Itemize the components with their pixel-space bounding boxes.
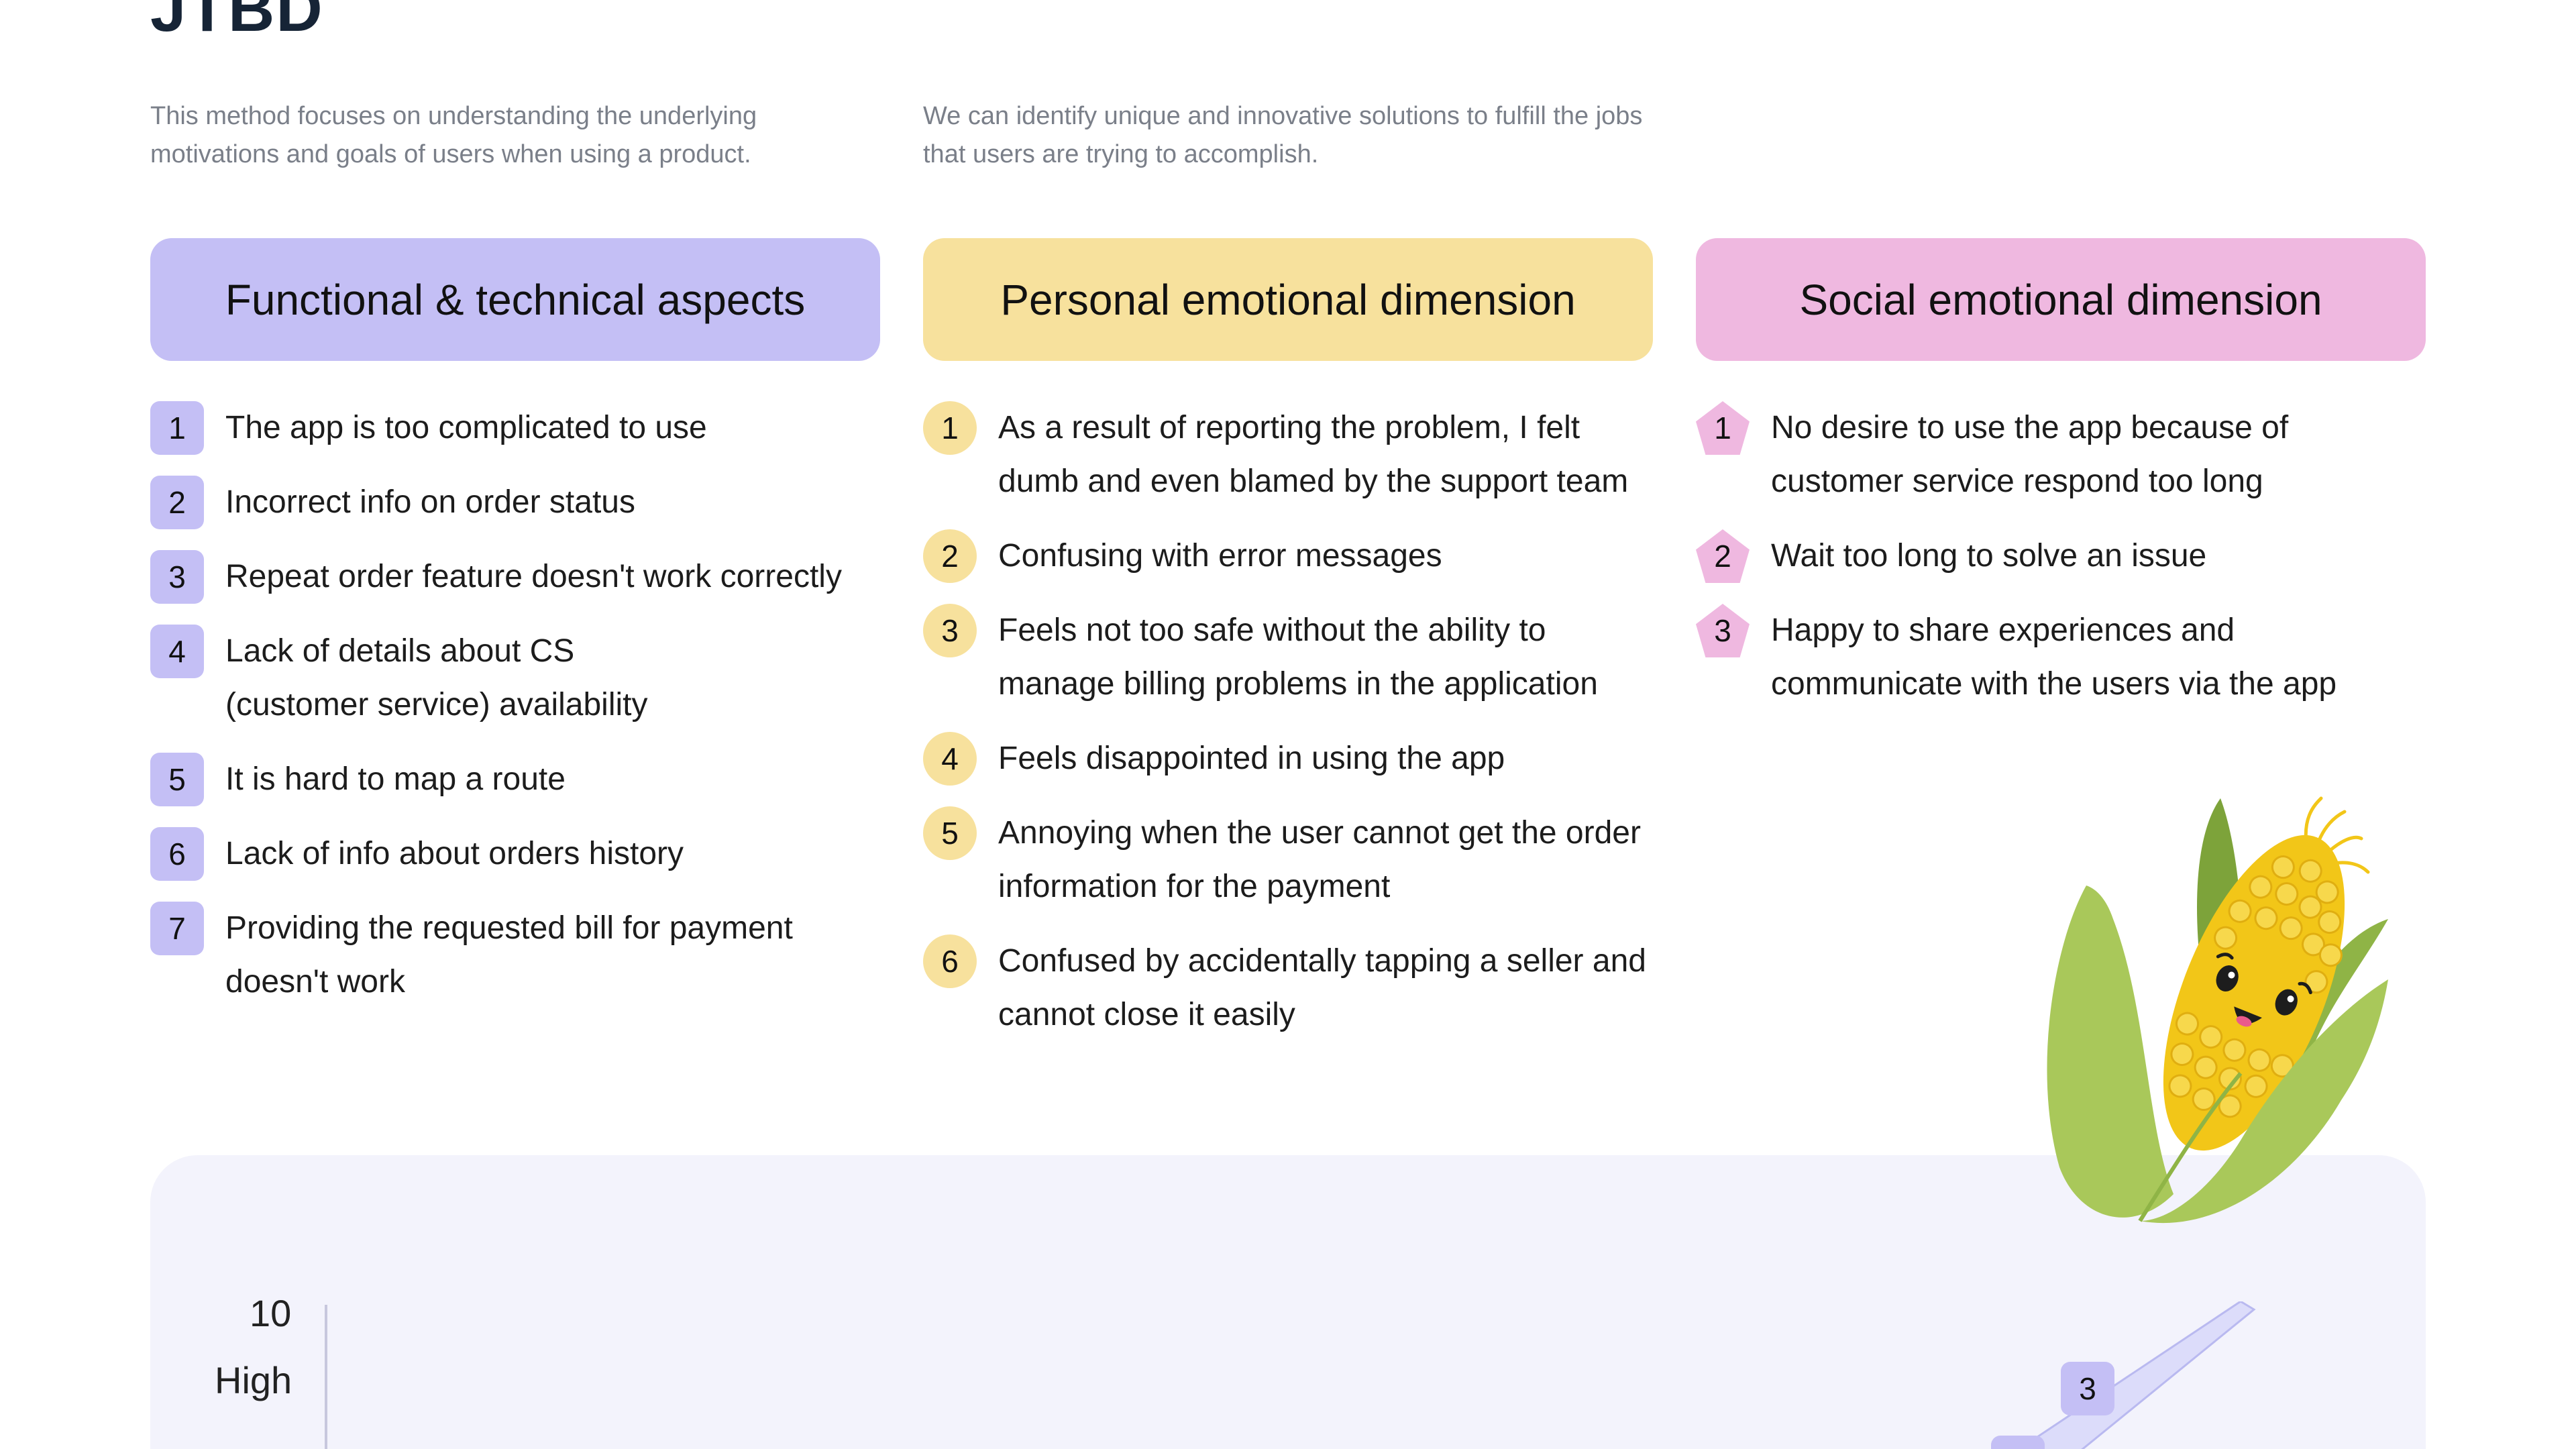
item-text: It is hard to map a route bbox=[225, 761, 566, 797]
functional-list: 1 The app is too complicated to use 2 In… bbox=[150, 401, 880, 1009]
item-text: Repeat order feature doesn't work correc… bbox=[225, 559, 842, 594]
number-badge: 1 bbox=[1696, 401, 1750, 455]
number-badge: 2 bbox=[150, 476, 204, 529]
item-text: No desire to use the app because of cust… bbox=[1771, 410, 2289, 499]
number-badge: 2 bbox=[1696, 529, 1750, 583]
chart-point-badge: 2 bbox=[1991, 1436, 2045, 1449]
item-text: Annoying when the user cannot get the or… bbox=[998, 815, 1641, 904]
item-text: Lack of info about orders history bbox=[225, 836, 684, 871]
list-item: 1 The app is too complicated to use bbox=[150, 401, 880, 455]
number-badge: 3 bbox=[150, 550, 204, 604]
item-text: Confused by accidentally tapping a selle… bbox=[998, 943, 1646, 1032]
number-badge: 4 bbox=[150, 625, 204, 678]
trend-wedge bbox=[2017, 1301, 2256, 1449]
solutions-description: We can identify unique and innovative so… bbox=[923, 102, 1643, 168]
number-badge: 1 bbox=[150, 401, 204, 455]
number-badge: 6 bbox=[923, 934, 977, 988]
list-item: 3 Repeat order feature doesn't work corr… bbox=[150, 550, 880, 604]
chart-panel bbox=[150, 1155, 2426, 1449]
functional-header: Functional & technical aspects bbox=[150, 238, 880, 361]
list-item: 1 No desire to use the app because of cu… bbox=[1696, 401, 2426, 508]
y-axis-line bbox=[325, 1305, 327, 1449]
item-text: The app is too complicated to use bbox=[225, 410, 707, 445]
social-list: 1 No desire to use the app because of cu… bbox=[1696, 401, 2426, 711]
functional-column: Functional & technical aspects 1 The app… bbox=[150, 238, 880, 1030]
corn-mascot-icon bbox=[2047, 796, 2388, 1224]
list-item: 5 Annoying when the user cannot get the … bbox=[923, 806, 1653, 914]
list-item: 2 Incorrect info on order status bbox=[150, 476, 880, 529]
list-item: 6 Lack of info about orders history bbox=[150, 827, 880, 881]
item-text: Providing the requested bill for payment… bbox=[225, 910, 793, 1000]
number-badge: 5 bbox=[150, 753, 204, 806]
list-item: 5 It is hard to map a route bbox=[150, 753, 880, 806]
social-header: Social emotional dimension bbox=[1696, 238, 2426, 361]
axis-max-label: 10 bbox=[250, 1292, 292, 1334]
item-text: Lack of details about CS (customer servi… bbox=[225, 633, 648, 722]
number-badge: 1 bbox=[923, 401, 977, 455]
social-column: Social emotional dimension 1 No desire t… bbox=[1696, 238, 2426, 732]
page-title: JTBD bbox=[150, 0, 324, 45]
item-text: Feels disappointed in using the app bbox=[998, 741, 1505, 776]
number-badge: 6 bbox=[150, 827, 204, 881]
item-text: Feels not too safe without the ability t… bbox=[998, 612, 1598, 702]
number-badge: 3 bbox=[1696, 604, 1750, 657]
list-item: 2 Wait too long to solve an issue bbox=[1696, 529, 2426, 583]
personal-header: Personal emotional dimension bbox=[923, 238, 1653, 361]
list-item: 4 Lack of details about CS (customer ser… bbox=[150, 625, 880, 732]
item-text: Incorrect info on order status bbox=[225, 484, 635, 520]
item-text: Confusing with error messages bbox=[998, 538, 1442, 574]
list-item: 1 As a result of reporting the problem, … bbox=[923, 401, 1653, 508]
personal-list: 1 As a result of reporting the problem, … bbox=[923, 401, 1653, 1042]
list-item: 3 Happy to share experiences and communi… bbox=[1696, 604, 2426, 711]
item-text: Happy to share experiences and communica… bbox=[1771, 612, 2337, 702]
list-item: 3 Feels not too safe without the ability… bbox=[923, 604, 1653, 711]
chart-point-badge: 3 bbox=[2061, 1362, 2114, 1415]
item-text: Wait too long to solve an issue bbox=[1771, 538, 2207, 574]
list-item: 4 Feels disappointed in using the app bbox=[923, 732, 1653, 786]
axis-high-label: High bbox=[215, 1359, 292, 1401]
method-description: This method focuses on understanding the… bbox=[150, 102, 757, 168]
item-text: As a result of reporting the problem, I … bbox=[998, 410, 1629, 499]
number-badge: 2 bbox=[923, 529, 977, 583]
number-badge: 4 bbox=[923, 732, 977, 786]
number-badge: 3 bbox=[923, 604, 977, 657]
number-badge: 7 bbox=[150, 902, 204, 955]
personal-column: Personal emotional dimension 1 As a resu… bbox=[923, 238, 1653, 1063]
list-item: 7 Providing the requested bill for payme… bbox=[150, 902, 880, 1009]
number-badge: 5 bbox=[923, 806, 977, 860]
list-item: 2 Confusing with error messages bbox=[923, 529, 1653, 583]
list-item: 6 Confused by accidentally tapping a sel… bbox=[923, 934, 1653, 1042]
